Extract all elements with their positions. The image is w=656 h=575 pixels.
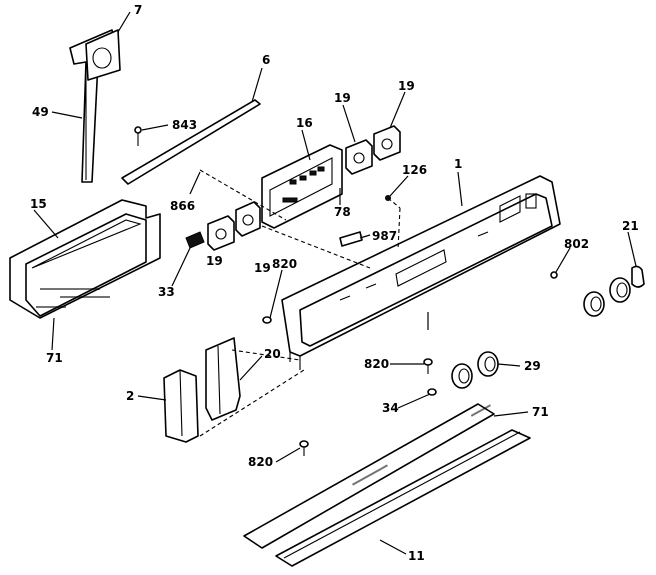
callout-16: 16: [296, 116, 313, 130]
callout-29: 29: [524, 359, 541, 373]
part-820-screw-c: [299, 440, 309, 456]
part-2-end-cap: [163, 369, 199, 443]
callout-71: 71: [46, 351, 63, 365]
leader-lines: [33, 11, 637, 555]
part-34-spacer: [427, 388, 437, 396]
callout-843: 843: [172, 118, 197, 132]
part-1-control-panel: [281, 175, 561, 370]
part-820-screw-a: [262, 316, 272, 324]
callout-34: 34: [382, 401, 399, 415]
callout-802: 802: [564, 237, 589, 251]
part-843-screw: [134, 126, 142, 146]
callout-2: 2: [126, 389, 134, 403]
callout-987: 987: [372, 229, 397, 243]
knob-right-2: [609, 277, 631, 303]
part-11-trim: [275, 429, 531, 567]
part-20-bracket: [205, 337, 241, 421]
callout-820: 820: [248, 455, 273, 469]
callout-21: 21: [622, 219, 639, 233]
part-19-switch-c: [207, 215, 235, 251]
callout-15: 15: [30, 197, 47, 211]
assembly-lines: [199, 169, 401, 437]
callout-6: 6: [262, 53, 270, 67]
part-21-knob-insert: [631, 265, 645, 288]
callout-78: 78: [334, 205, 351, 219]
callout-19: 19: [254, 261, 271, 275]
part-19-switch-d: [235, 201, 261, 237]
callout-33: 33: [158, 285, 175, 299]
callout-7: 7: [134, 3, 142, 17]
callout-19: 19: [206, 254, 223, 268]
callout-71: 71: [532, 405, 549, 419]
part-15-side-housing: [9, 199, 161, 319]
callout-866: 866: [170, 199, 195, 213]
callout-19: 19: [398, 79, 415, 93]
part-71-trim: [243, 403, 495, 549]
callout-labels: 7 6 49 843 16 19 19 126 1 15 866 78 987 …: [30, 3, 639, 563]
part-29-knob-b: [477, 351, 499, 377]
callout-19: 19: [334, 91, 351, 105]
part-802-screw: [550, 271, 558, 279]
callout-820: 820: [272, 257, 297, 271]
part-987-clip: [339, 231, 363, 247]
callout-126: 126: [402, 163, 427, 177]
part-6-strip: [121, 99, 261, 185]
part-7-bracket: [69, 29, 121, 183]
part-19-switch-a: [345, 139, 373, 175]
part-16-control-board: [261, 144, 343, 229]
callout-820: 820: [364, 357, 389, 371]
knob-right-1: [583, 291, 605, 317]
callout-1: 1: [454, 157, 462, 171]
callout-49: 49: [32, 105, 49, 119]
part-820-screw-b: [423, 358, 433, 374]
part-19-switch-b: [373, 125, 401, 161]
callout-20: 20: [264, 347, 281, 361]
part-33-clip: [185, 231, 205, 249]
callout-11: 11: [408, 549, 425, 563]
part-29-knob-a: [451, 363, 473, 389]
